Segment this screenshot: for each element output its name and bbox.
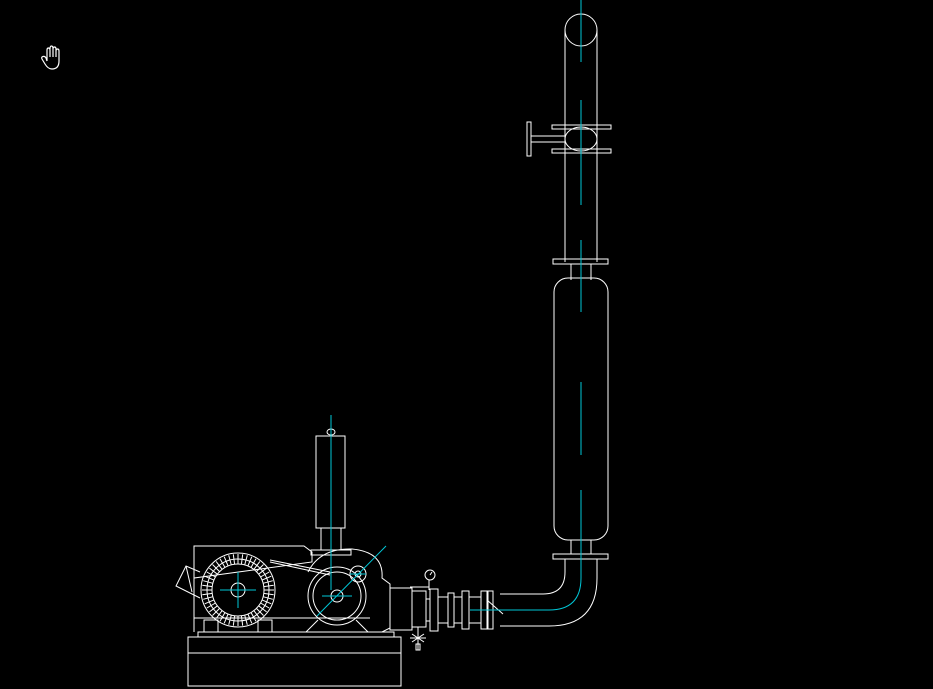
electric-motor[interactable] — [175, 552, 276, 633]
motor-fin — [212, 564, 220, 572]
motor-fin — [232, 615, 236, 626]
motor-fin — [204, 575, 215, 581]
motor-fin — [253, 610, 261, 619]
motor-fin — [263, 584, 274, 588]
motor-fin — [261, 599, 272, 605]
motor-fin — [232, 554, 236, 565]
motor-fin — [206, 602, 216, 609]
motor-fin — [250, 558, 257, 568]
motor-fin — [244, 614, 248, 625]
motor-fin — [203, 596, 214, 600]
centerlines — [220, 0, 582, 617]
motor-fin — [260, 602, 270, 609]
motor-fin — [258, 605, 267, 613]
motor-fin — [209, 605, 218, 613]
motor-fin — [228, 555, 232, 566]
motor-fin — [240, 615, 244, 626]
motor-fin — [215, 610, 223, 619]
motor-fin — [261, 575, 272, 581]
pressure-gauge[interactable] — [410, 569, 436, 590]
motor-fin — [228, 614, 232, 625]
motor-fin — [256, 564, 264, 572]
motor-fin — [219, 558, 226, 568]
motor-fin — [256, 608, 264, 616]
motor-fin — [247, 556, 253, 567]
motor-fin — [223, 556, 229, 567]
motor-fin — [244, 555, 248, 566]
motor-fin — [202, 592, 213, 596]
motor-fin — [260, 571, 270, 578]
discharge-elbow[interactable] — [500, 559, 598, 627]
motor-fin — [202, 584, 213, 588]
motor-fin — [247, 613, 253, 624]
motor-fin — [219, 612, 226, 622]
motor-fin — [253, 561, 261, 570]
base-frame — [187, 631, 402, 687]
motor-fin — [212, 608, 220, 616]
motor-fin — [204, 599, 215, 605]
motor-fin — [263, 592, 274, 596]
motor-fin — [203, 580, 214, 584]
motor-fin — [223, 613, 229, 624]
motor-fin — [258, 567, 267, 575]
motor-fin — [250, 612, 257, 622]
motor-fin — [240, 554, 244, 565]
hand-pan-icon — [40, 44, 66, 72]
motor-fin — [215, 561, 223, 570]
check-valve[interactable] — [526, 121, 612, 157]
motor-fin — [206, 571, 216, 578]
motor-fin — [262, 580, 273, 584]
roots-blower[interactable] — [305, 548, 391, 633]
motor-fin — [209, 567, 218, 575]
drain-valve[interactable] — [410, 627, 426, 651]
motor-fin — [262, 596, 273, 600]
